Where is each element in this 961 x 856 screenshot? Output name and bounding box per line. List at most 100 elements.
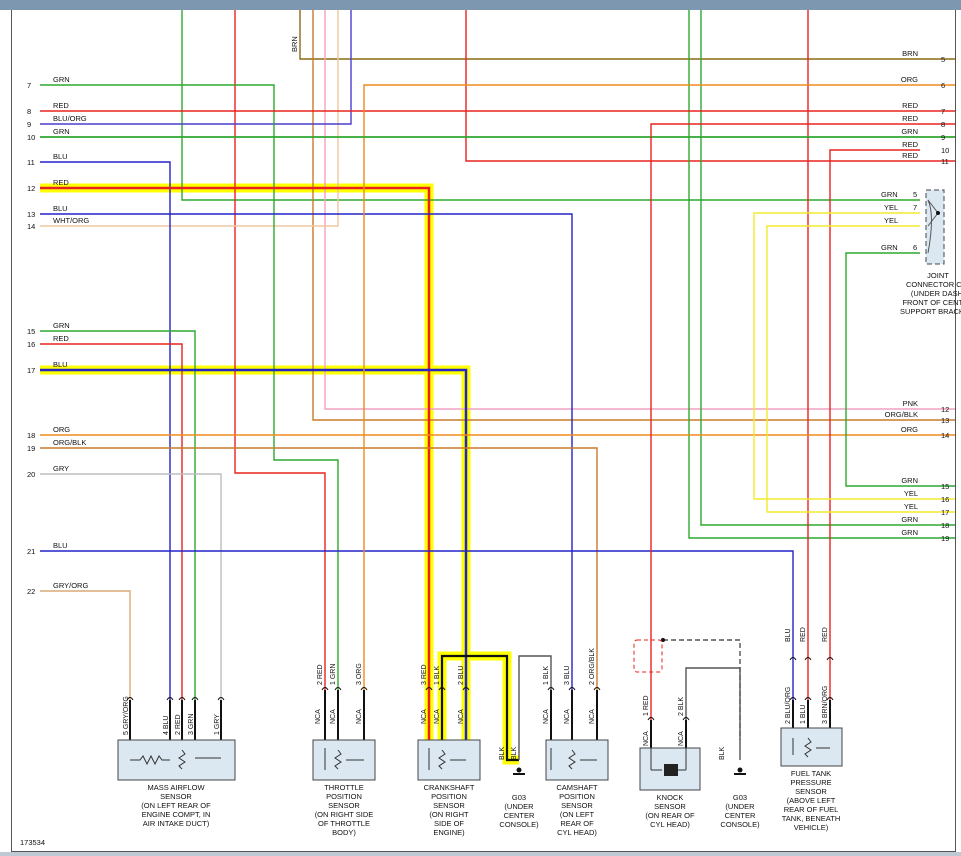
left-circuit-number: 15 — [27, 327, 35, 336]
component-boxes — [117, 638, 843, 791]
tps-nca-3: NCA — [356, 709, 363, 724]
ckp-nca-1: NCA — [421, 709, 428, 724]
right-circuit-color: BRN — [902, 49, 918, 58]
wire-wht-org-feed — [40, 10, 339, 227]
cmp-nca-1: NCA — [543, 709, 550, 724]
sensor-symbols — [130, 737, 830, 771]
left-circuit-color: WHT/ORG — [53, 216, 89, 225]
highlight-circuit-17 — [40, 365, 471, 740]
left-circuit-color: GRN — [53, 75, 70, 84]
ckp-pin-2: 2 BLU — [458, 666, 465, 685]
right-circuit-color: RED — [902, 101, 918, 110]
left-circuit-color: BLU — [53, 360, 68, 369]
left-circuit-color: GRN — [53, 127, 70, 136]
ftp-symbol — [792, 737, 830, 758]
wire-21 — [40, 550, 794, 660]
g03a-wire-1: BLK — [499, 746, 506, 760]
left-circuit-color: GRY/ORG — [53, 581, 88, 590]
left-circuit-number: 11 — [27, 158, 35, 167]
ckp-pin-1: 1 BLK — [434, 666, 441, 685]
cmp-pin-1: 1 BLK — [543, 666, 550, 685]
right-circuit-number: 9 — [941, 133, 945, 142]
connector-arc — [438, 687, 446, 691]
right-circuit-wires — [40, 123, 955, 740]
connector-arc — [334, 687, 342, 691]
connector-arc — [126, 697, 134, 701]
wire-19 — [40, 447, 598, 690]
left-circuit-color: BLU — [53, 152, 68, 161]
wire-22 — [40, 590, 131, 740]
maf-symbol — [130, 749, 221, 770]
knock-shield-node — [661, 638, 665, 642]
right-circuit-color: YEL — [904, 502, 918, 511]
cmp-pin-3: 3 BLU — [564, 666, 571, 685]
tps-nca-2: NCA — [330, 709, 337, 724]
wire-pnk-feed — [324, 10, 955, 410]
wire-blu-org-feed — [40, 10, 352, 125]
ckp-nca-2: NCA — [434, 709, 441, 724]
connector-arc — [647, 717, 655, 721]
left-circuit-wires — [40, 84, 955, 740]
maf-pin-2: 2 RED — [175, 714, 182, 735]
connector-arc — [826, 657, 834, 661]
knock-crystal — [664, 764, 678, 776]
tps-pin-1: 1 GRN — [330, 664, 337, 685]
ckp-pin-3: 3 RED — [421, 664, 428, 685]
left-circuit-color: ORG — [53, 425, 70, 434]
right-circuit-number: 19 — [941, 534, 949, 543]
ckp-sensor-box — [417, 739, 481, 781]
ground-g03-a-bar — [513, 773, 525, 775]
ground-g03-a — [516, 767, 522, 773]
right-circuit-number: 15 — [941, 482, 949, 491]
right-circuit-number: 17 — [941, 508, 949, 517]
diagram-id: 173534 — [20, 838, 45, 847]
wire-shield — [663, 639, 741, 740]
left-circuit-number: 13 — [27, 210, 35, 219]
connector-arc — [826, 697, 834, 701]
left-circuit-number: 14 — [27, 222, 35, 231]
wire-grn-feed — [181, 10, 920, 201]
left-circuit-number: 18 — [27, 431, 35, 440]
ground-g03-b-bar — [734, 773, 746, 775]
wire-grn-18-feed — [700, 10, 955, 526]
ckp-nca-3: NCA — [458, 709, 465, 724]
ftp-pin-2: 2 BLU/ORG — [785, 687, 792, 724]
knock-nca-1: NCA — [643, 731, 650, 746]
left-circuit-number: 12 — [27, 184, 35, 193]
left-circuit-number: 21 — [27, 547, 35, 556]
wire-12 — [40, 186, 431, 740]
left-circuit-color: GRN — [53, 321, 70, 330]
wire-r8-red — [650, 123, 955, 720]
maf-pin-5: 5 GRY/ORG — [123, 696, 130, 735]
wire-org-blk-feed — [312, 10, 955, 421]
wire-r15-grn — [845, 252, 955, 487]
left-circuit-color: ORG/BLK — [53, 438, 86, 447]
ground-symbols — [513, 767, 746, 775]
wire-15 — [40, 330, 196, 740]
window-footer — [0, 852, 961, 856]
cmp-nca-3: NCA — [589, 709, 596, 724]
ckp-symbol — [428, 748, 466, 770]
top-feed-wires — [40, 10, 955, 690]
connector-arc — [804, 657, 812, 661]
left-circuit-number: 8 — [27, 107, 31, 116]
connector-arc — [593, 687, 601, 691]
pin-labels: 5 GRY/ORG 4 BLU 2 RED 3 GRN 1 GRY NCA 2 … — [123, 627, 829, 760]
wire-16 — [40, 343, 183, 740]
connector-arc — [321, 687, 329, 691]
joint-connector-node — [936, 211, 940, 215]
right-circuit-number: 12 — [941, 405, 949, 414]
wire-red-feed — [234, 10, 326, 690]
ftp-pin-3: 3 BRN/ORG — [822, 685, 829, 724]
jc-yel-color: YEL — [884, 216, 898, 225]
left-circuit-number: 9 — [27, 120, 31, 129]
left-circuit-number: 17 — [27, 366, 35, 375]
cmp-sensor-box — [545, 739, 609, 781]
tps-symbol — [324, 748, 364, 770]
knock-pin-2: 2 BLK — [678, 697, 685, 716]
right-circuit-labels: 5BRN6ORG7RED8RED9GRN10RED11RED12PNK13ORG… — [885, 49, 950, 543]
wire-11 — [40, 161, 171, 740]
wire-red-7-feed — [465, 10, 955, 162]
